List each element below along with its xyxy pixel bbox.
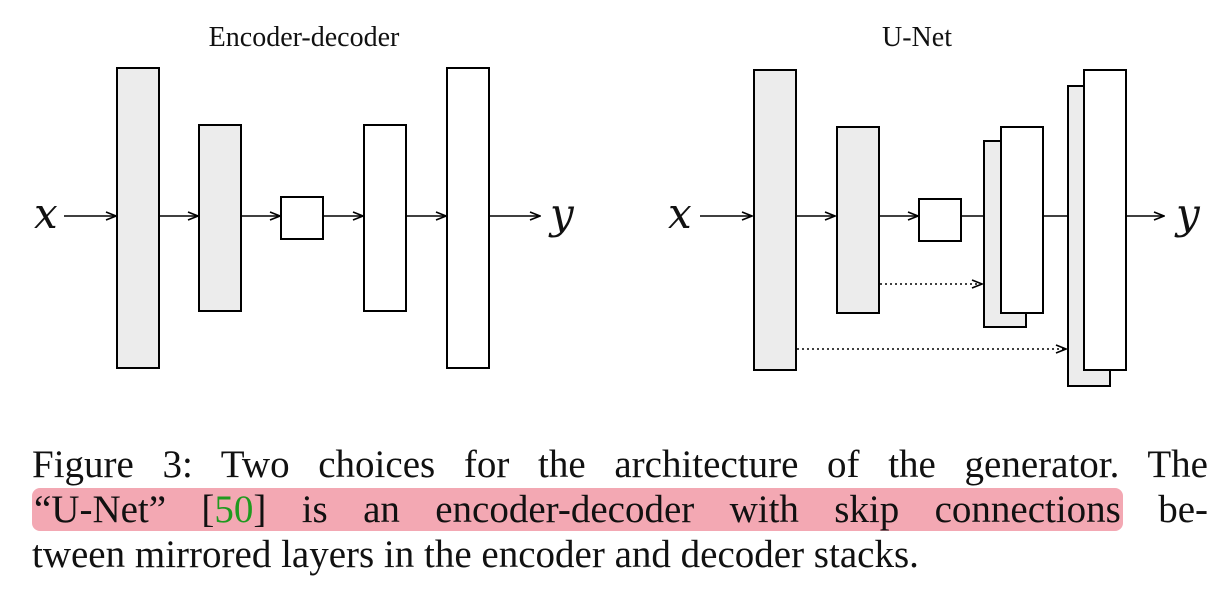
citation-link-50[interactable]: 50	[214, 488, 254, 531]
caption-text: ] is an encoder-decoder with skip connec…	[253, 488, 1121, 531]
unet-title: U-Net	[882, 22, 952, 53]
caption-line-1: Figure 3: Two choices for the architectu…	[32, 443, 1208, 486]
encoder-decoder-panel: Encoder-decoder x y	[34, 22, 575, 369]
bottleneck-layer	[280, 196, 324, 240]
unet-panel: U-Net x y	[668, 22, 1201, 387]
input-label-x: x	[34, 189, 58, 238]
architecture-figure: Encoder-decoder x y U-Net x	[34, 22, 1201, 387]
input-label-x: x	[668, 189, 692, 238]
decoder-layer-2	[446, 67, 490, 369]
encoder-layer-1	[116, 67, 160, 369]
caption-text: be-	[1122, 488, 1208, 531]
encoder-decoder-title: Encoder-decoder	[209, 22, 400, 53]
decoder-layer-1	[363, 124, 407, 312]
caption-line-2: “U-Net” [50] is an encoder-decoder with …	[32, 487, 1208, 532]
bottleneck-layer	[918, 198, 962, 242]
encoder-layer-1	[753, 69, 797, 371]
output-label-y: y	[1174, 189, 1201, 238]
encoder-layer-2	[836, 126, 880, 314]
decoder-layer-2	[1083, 69, 1127, 371]
output-label-y: y	[548, 189, 575, 238]
encoder-layer-2	[198, 124, 242, 312]
decoder-layer-1	[1000, 126, 1044, 314]
figure-caption: Figure 3: Two choices for the architectu…	[32, 442, 1208, 577]
caption-text: “U-Net” [	[34, 488, 215, 531]
highlighted-text: “U-Net” [50] is an encoder-decoder with …	[32, 488, 1123, 531]
caption-line-3: tween mirrored layers in the encoder and…	[32, 533, 919, 576]
